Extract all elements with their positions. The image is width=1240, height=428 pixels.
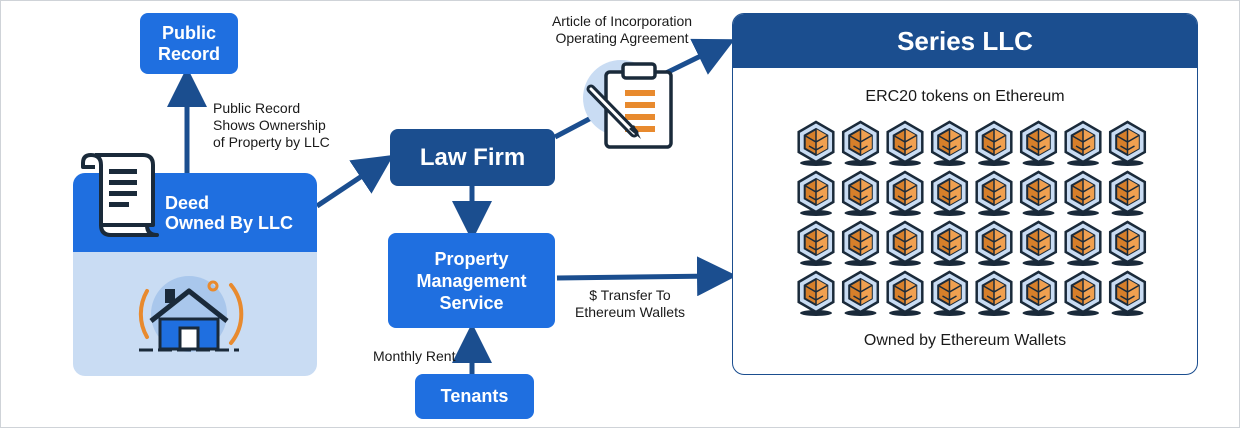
token-icon [1064,120,1102,166]
token-icon [1108,270,1147,316]
token-icon [1019,170,1058,216]
token-icon [930,120,969,166]
token-icon [797,120,835,166]
tenants-node: Tenants [415,374,534,419]
public-record-node: Public Record [140,13,238,74]
token-icon [886,270,924,316]
arrow-clipboard-to-series-llc [664,38,735,76]
token-icon [1108,220,1147,266]
owned-caption: Owned by Ethereum Wallets [863,332,1067,349]
token-icon [1019,120,1058,166]
token-icon [1064,220,1102,266]
property-management-node: Property Management Service [388,233,555,328]
clipboard-icon [583,60,673,149]
token-icon [886,120,924,166]
token-icon [975,120,1013,166]
house-icon [138,276,244,352]
token-icon [1019,220,1058,266]
token-icon [975,270,1013,316]
monthly-rent-label: Monthly Rent [373,348,456,364]
arrow-deed-to-law-firm [315,154,394,209]
token-icon [1064,170,1102,216]
token-icon [841,220,880,266]
arrow-pms-to-series-llc [556,256,737,297]
token-icon [930,270,969,316]
erc20-caption: ERC20 tokens on Ethereum [865,88,1065,105]
token-icon [1108,170,1147,216]
series-llc-panel: Series LLC ERC20 tokens on Ethereum Owne… [732,13,1198,375]
token-icon [930,170,969,216]
token-icon [975,220,1013,266]
law-firm-node: Law Firm [390,129,555,186]
token-icon [1064,270,1102,316]
token-icon [975,170,1013,216]
token-icon [841,270,880,316]
transfer-label: $ Transfer To Ethereum Wallets [575,287,685,320]
token-icon [841,120,880,166]
token-grid [797,120,1147,316]
token-icon [1019,270,1058,316]
token-icon [886,220,924,266]
document-icon [81,153,159,237]
token-icon [797,270,835,316]
token-icon [1108,120,1147,166]
public-record-shows-label: Public Record Shows Ownership of Propert… [213,100,330,150]
pen-icon [586,84,641,139]
token-icon [797,170,835,216]
token-icon [797,220,835,266]
token-icon [841,170,880,216]
deed-title: Deed Owned By LLC [165,193,294,233]
arrow-law-firm-to-clipboard [553,114,595,140]
deed-card: Deed Owned By LLC [73,173,317,376]
series-llc-title: Series LLC [733,14,1197,68]
articles-label: Article of Incorporation Operating Agree… [551,13,693,46]
token-icon [930,220,969,266]
token-icon [886,170,924,216]
